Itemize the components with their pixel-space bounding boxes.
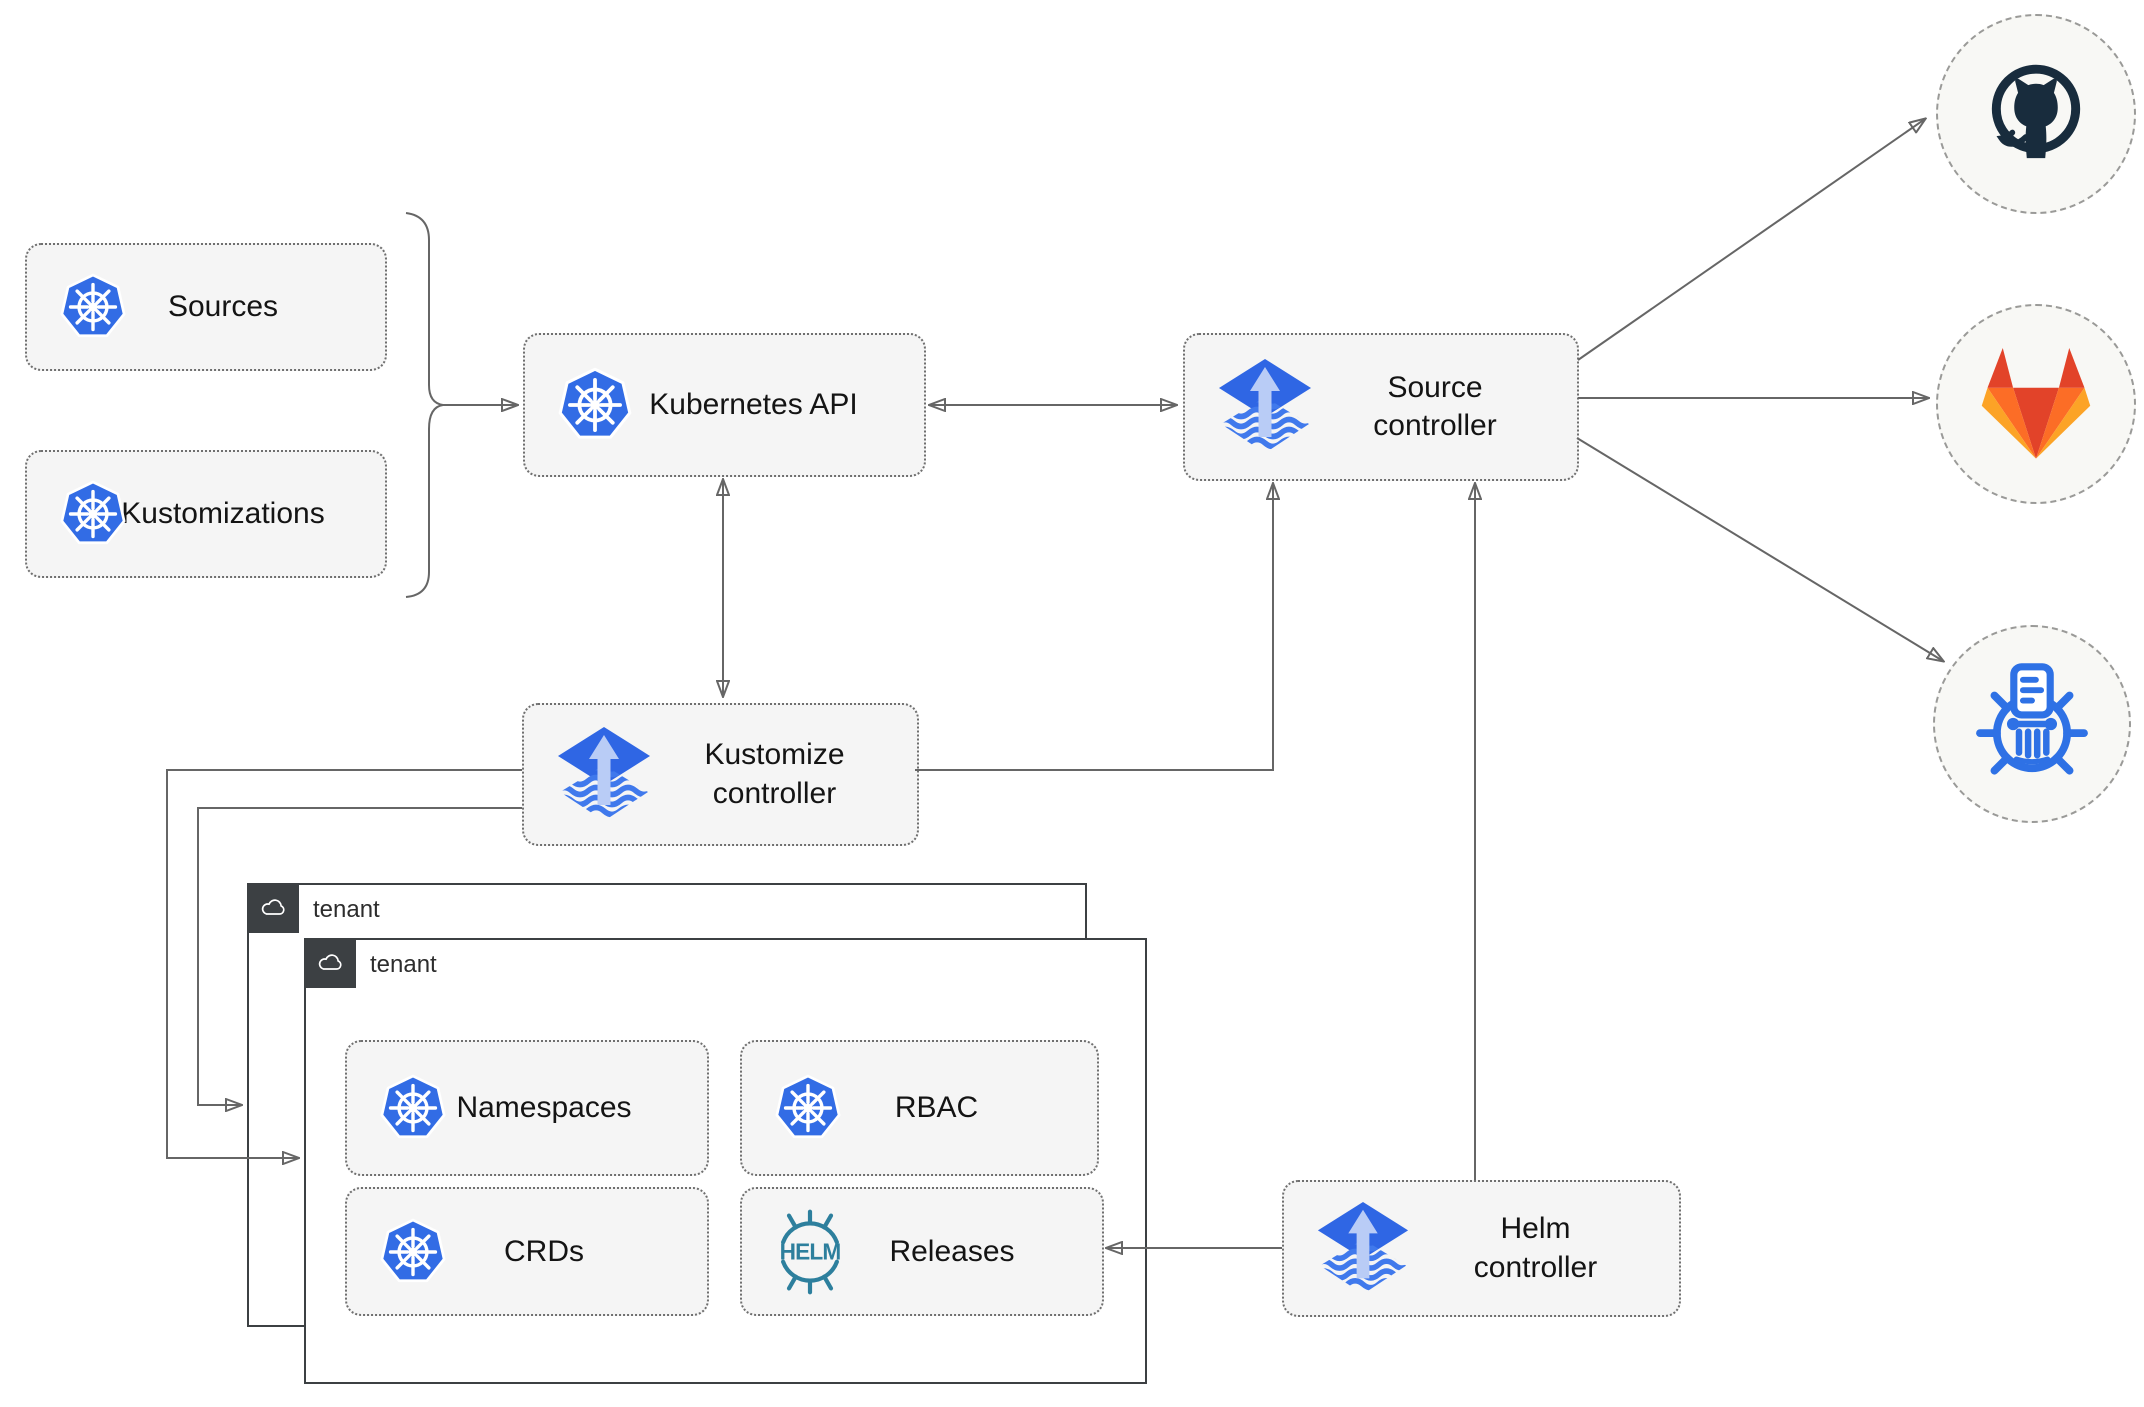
brace-sources-group (405, 212, 444, 598)
arrow-source-controller-to-github (1577, 119, 1925, 361)
node-label: CRDs (504, 1234, 584, 1268)
remote-helm-repository (1933, 625, 2131, 823)
remote-gitlab (1936, 304, 2136, 504)
kubernetes-icon (59, 480, 127, 548)
node-label: Helm controller (1473, 1212, 1598, 1284)
node-namespaces: Namespaces (345, 1040, 709, 1176)
tenant-label: tenant (313, 896, 380, 923)
helm-repository-icon (1976, 663, 2088, 775)
kubernetes-icon (59, 273, 127, 341)
flux-icon (1314, 1199, 1412, 1299)
node-kubernetes-api: Kubernetes API (523, 333, 926, 477)
node-helm-controller: Helm controller (1282, 1180, 1681, 1317)
arrow-source-controller-to-helm-repository (1576, 437, 1943, 661)
kubernetes-icon (557, 367, 633, 443)
node-label: Sources (167, 290, 279, 323)
cloud-icon (258, 897, 288, 918)
node-label: Kustomizations (121, 497, 325, 530)
tenant-label: tenant (370, 951, 437, 978)
github-icon (1991, 64, 2081, 159)
tenant-tab (303, 937, 356, 988)
node-source-controller: Source controller (1183, 333, 1579, 481)
flux-icon (554, 724, 654, 826)
remote-github (1936, 14, 2136, 214)
node-rbac: RBAC (740, 1040, 1099, 1176)
node-releases: HELM Releases (740, 1187, 1104, 1316)
node-label: Kubernetes API (649, 388, 858, 421)
node-label: Kustomize controller (704, 738, 845, 810)
node-label: RBAC (894, 1091, 979, 1124)
flux-icon (1215, 355, 1315, 459)
cloud-icon (315, 952, 345, 973)
helm-wordmark: HELM (780, 1238, 841, 1264)
gitlab-icon (1981, 347, 2091, 459)
arrow-kustomize-controller-to-source-controller (915, 484, 1273, 771)
node-label: Source controller (1373, 370, 1497, 442)
kubernetes-icon (774, 1074, 842, 1142)
kubernetes-icon (379, 1074, 447, 1142)
node-sources: Sources (25, 243, 387, 371)
node-crds: CRDs (345, 1187, 709, 1316)
node-kustomizations: Kustomizations (25, 450, 387, 578)
tenant-tab (246, 882, 299, 933)
node-label: Releases (889, 1234, 1015, 1268)
node-kustomize-controller: Kustomize controller (522, 703, 919, 846)
helm-icon: HELM (780, 1209, 841, 1294)
kubernetes-icon (379, 1218, 447, 1286)
